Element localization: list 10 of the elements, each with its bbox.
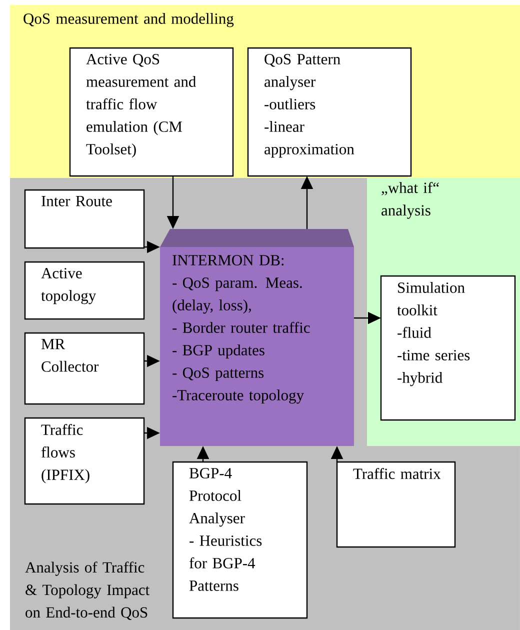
process-box: Traffic matrix: [336, 461, 456, 548]
process-box: QoS Pattern analyser -outliers -linear approximation: [247, 47, 412, 177]
process-box: Active topology: [24, 261, 145, 320]
process-box: Simulation toolkit -fluid -time series -hybrid: [380, 275, 516, 421]
database-block: INTERMON DB: - QoS param. Meas. (delay, loss), - Border router traffic - BGP updates - QoS patterns -Traceroute topology: [160, 229, 354, 446]
process-box: MR Collector: [24, 332, 145, 405]
process-box: Inter Route: [24, 189, 145, 249]
process-box: BGP-4 Protocol Analyser - Heuristics for BGP-4 Patterns: [172, 461, 308, 619]
process-box: Active QoS measurement and traffic flow emulation (CM Toolset): [69, 47, 234, 177]
process-box: Traffic flows (IPFIX): [24, 417, 145, 505]
